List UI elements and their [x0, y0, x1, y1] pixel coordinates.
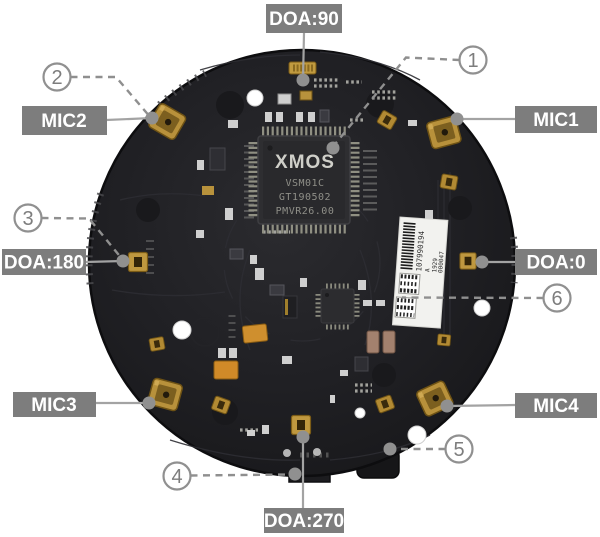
label-doa0: DOA:0: [515, 249, 597, 275]
dash-c3: [41, 216, 122, 258]
label-doa90: DOA:90: [266, 4, 342, 33]
label-mic1: MIC1: [515, 106, 597, 133]
callout-4-number: 4: [171, 466, 182, 488]
callouts: 1 2 3 4 5 6: [13, 45, 572, 491]
gold-smd: [439, 173, 459, 191]
labels: DOA:90 MIC2 MIC1 DOA:180 DOA:0 MIC3 MIC4: [2, 4, 597, 533]
label-mic1-text: MIC1: [533, 110, 579, 131]
chip-brand-text: XMOS: [275, 152, 335, 173]
callout-2-number: 2: [51, 67, 62, 89]
leader-doa90: [301, 32, 306, 81]
chip-model-text: VSM01C: [285, 178, 324, 189]
label-mic4: MIC4: [515, 393, 597, 418]
label-mic3: MIC3: [13, 392, 96, 417]
smd-components: [196, 90, 433, 436]
sticker-serial: 107990194: [414, 230, 426, 272]
label-mic2: MIC2: [22, 106, 107, 135]
serial-sticker: 107990194 A 1929 000047: [391, 216, 449, 329]
callout-lines: [41, 56, 544, 477]
leader-mic2: [105, 116, 153, 122]
label-doa270-text: DOA:270: [264, 511, 344, 532]
sticker-week: 1929: [431, 258, 439, 273]
chamber-rings: [136, 90, 472, 425]
callout-2: 2: [42, 62, 72, 92]
target-dots: [116, 73, 489, 481]
sticker-rev: A: [424, 268, 431, 272]
leader-mic4: [446, 403, 516, 408]
dash-c2: [70, 75, 149, 116]
doa0-led: [459, 252, 477, 270]
callout-3: 3: [13, 203, 43, 233]
dash-c4: [190, 473, 292, 477]
callout-1: 1: [458, 45, 488, 75]
gold-smd: [436, 333, 452, 347]
pad-grids: [240, 78, 398, 432]
pin1-dot: [267, 145, 273, 151]
doa180-led: [127, 251, 149, 273]
silkscreen: [146, 145, 377, 458]
mounting-holes: [172, 89, 491, 445]
dash-c6: [401, 296, 544, 300]
xmos-chip: XMOS VSM01C GT190502 PMVR26.00: [248, 126, 360, 234]
barcode: [400, 222, 416, 270]
label-doa270: DOA:270: [264, 508, 344, 533]
dash-c1: [332, 56, 460, 147]
tab-pads: [283, 448, 321, 457]
callout-5: 5: [444, 434, 474, 464]
leader-lines: [84, 32, 516, 508]
board-photo: XMOS VSM01C GT190502 PMVR26.00: [85, 48, 519, 483]
callout-4: 4: [162, 461, 192, 491]
callout-6: 6: [542, 283, 572, 313]
label-doa0-text: DOA:0: [526, 253, 585, 274]
label-mic4-text: MIC4: [533, 396, 579, 417]
sticker-seq: 000047: [437, 251, 446, 273]
callout-6-number: 6: [551, 288, 562, 310]
label-mic2-text: MIC2: [41, 111, 86, 132]
callout-5-number: 5: [453, 439, 464, 461]
chip-lot-text: GT190502: [279, 192, 331, 203]
qfn-chip: [315, 283, 360, 330]
data-matrix-code: [394, 296, 417, 319]
label-doa180-text: DOA:180: [4, 253, 84, 274]
label-doa90-text: DOA:90: [269, 9, 339, 30]
label-mic3-text: MIC3: [31, 395, 76, 416]
gold-smd: [148, 336, 166, 352]
chip-code-text: PMVR26.00: [276, 206, 335, 217]
callout-1-number: 1: [467, 50, 478, 72]
qr-code: [398, 272, 421, 296]
callout-3-number: 3: [22, 208, 33, 230]
label-doa180: DOA:180: [2, 249, 86, 275]
